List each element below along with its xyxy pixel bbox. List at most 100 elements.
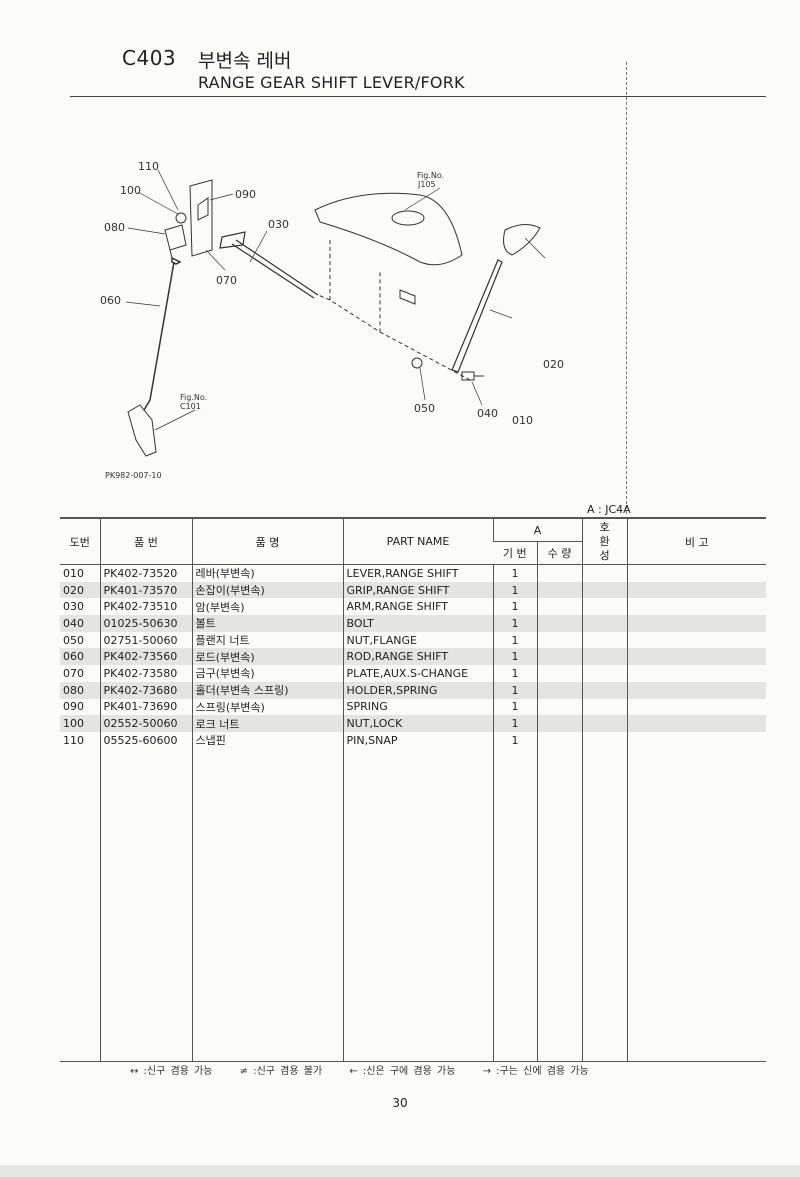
interchange-cell xyxy=(581,598,627,616)
scan-edge xyxy=(0,1165,800,1177)
empty-cell xyxy=(60,748,100,1062)
callout-090: 090 xyxy=(235,188,256,201)
console-hole-drawing xyxy=(391,210,425,226)
serial-qty-cell: 1 xyxy=(492,715,537,732)
name-ko-cell: 스냅핀 xyxy=(191,731,343,749)
ref-no-cell: 090 xyxy=(63,700,84,714)
ref-no-cell: 100 xyxy=(60,715,100,732)
interchange-cell xyxy=(581,631,627,649)
callout-080: 080 xyxy=(104,221,125,234)
interchange-legend: ↔ :신구 겸용 가능 ≠ :신구 겸용 불가 ← :신은 구에 겸용 가능 →… xyxy=(130,1062,611,1077)
interchange-cell xyxy=(581,581,627,599)
interchange-cell xyxy=(581,715,627,732)
empty-cell xyxy=(626,748,766,1062)
callout-110: 110 xyxy=(138,160,159,173)
section-title-english: RANGE GEAR SHIFT LEVER/FORK xyxy=(198,73,465,92)
remarks-cell xyxy=(626,598,766,616)
ref-no-cell: 050 xyxy=(63,633,84,647)
empty-cell xyxy=(492,748,537,1062)
holder-drawing xyxy=(164,224,187,259)
qty-cell xyxy=(536,598,582,616)
remarks-cell xyxy=(626,581,766,599)
remarks-cell xyxy=(626,631,766,649)
arm-drawing xyxy=(219,231,319,299)
legend-item: ← :신은 구에 겸용 가능 xyxy=(349,1066,456,1077)
qty-cell xyxy=(536,665,582,682)
interchange-cell xyxy=(581,615,627,632)
name-ko-cell: 플랜지 너트 xyxy=(191,631,343,649)
name-ko-cell: 로크 너트 xyxy=(191,715,343,732)
callout-030: 030 xyxy=(268,218,289,231)
fig-ref-c101-label: Fig.No. xyxy=(180,393,208,402)
header-interchange: 호 환 성 xyxy=(581,517,627,565)
remarks-cell xyxy=(626,715,766,732)
legend-item: ≠ :신구 겸용 불가 xyxy=(239,1066,323,1077)
qty-cell xyxy=(536,615,582,632)
pin-drawing xyxy=(399,289,416,305)
locknut-drawing xyxy=(175,212,187,224)
model-note: A : JC4A xyxy=(587,503,631,516)
callout-020: 020 xyxy=(543,358,564,371)
header-group-a: A xyxy=(492,517,582,542)
callout-040: 040 xyxy=(477,407,498,420)
qty-cell xyxy=(536,581,582,599)
clevis-drawing xyxy=(127,404,157,457)
rod-drawing xyxy=(143,256,182,411)
qty-cell xyxy=(536,631,582,649)
part-name-cell: NUT,FLANGE xyxy=(342,631,493,649)
qty-cell xyxy=(536,731,582,749)
interchange-cell xyxy=(581,698,627,716)
name-ko-cell: 레바(부변속) xyxy=(191,564,343,582)
callout-070: 070 xyxy=(216,274,237,287)
part-name-cell: ROD,RANGE SHIFT xyxy=(342,648,493,666)
serial-qty-cell: 1 xyxy=(492,698,537,716)
part-name-cell: PIN,SNAP xyxy=(342,731,493,749)
part-no-cell: 01025-50630 xyxy=(99,615,192,632)
drawing-code: PK982-007-10 xyxy=(105,471,162,480)
serial-qty-cell: 1 xyxy=(492,598,537,616)
section-title-korean: 부변속 레버 xyxy=(198,50,292,72)
name-ko-cell: 스프링(부변속) xyxy=(191,698,343,716)
header-rule xyxy=(70,96,766,97)
ref-no-cell: 060 xyxy=(60,648,100,666)
name-ko-cell: 암(부변속) xyxy=(191,598,343,616)
section-code: C403 xyxy=(122,46,177,70)
callout-010: 010 xyxy=(512,414,533,427)
part-no-cell: PK402-73560 xyxy=(99,648,192,666)
interchange-cell xyxy=(581,665,627,682)
table-empty-space xyxy=(60,748,766,1062)
interchange-cell xyxy=(581,681,627,699)
bolt-drawing xyxy=(461,371,484,381)
part-no-cell: 02751-50060 xyxy=(99,631,192,649)
part-no-cell: 02552-50060 xyxy=(99,715,192,732)
callout-050: 050 xyxy=(414,402,435,415)
serial-qty-cell: 1 xyxy=(492,581,537,599)
part-name-cell: ARM,RANGE SHIFT xyxy=(342,598,493,616)
remarks-cell xyxy=(626,648,766,666)
exploded-parts-diagram: 110 100 080 090 030 070 060 020 010 050 … xyxy=(0,100,626,500)
part-name-cell: SPRING xyxy=(342,698,493,716)
header-qty: 수 량 xyxy=(536,541,582,565)
empty-cell xyxy=(191,748,343,1062)
part-no-cell: PK402-73580 xyxy=(99,665,192,682)
spring-drawing xyxy=(197,197,209,221)
part-name-cell: LEVER,RANGE SHIFT xyxy=(342,564,493,582)
ref-no-cell: 040 xyxy=(60,615,100,632)
part-name-cell: HOLDER,SPRING xyxy=(342,681,493,699)
remarks-cell xyxy=(626,681,766,699)
remarks-cell xyxy=(626,564,766,582)
ref-no-cell: 070 xyxy=(63,666,84,680)
part-no-cell: PK402-73680 xyxy=(99,681,192,699)
header-serial: 기 번 xyxy=(493,541,537,565)
fig-ref-j105: J105 xyxy=(418,180,436,189)
leader-lines xyxy=(125,169,546,431)
lever-drawing xyxy=(451,259,503,373)
plate-drawing xyxy=(189,179,213,257)
qty-cell xyxy=(536,681,582,699)
part-no-cell: 05525-60600 xyxy=(99,731,192,749)
